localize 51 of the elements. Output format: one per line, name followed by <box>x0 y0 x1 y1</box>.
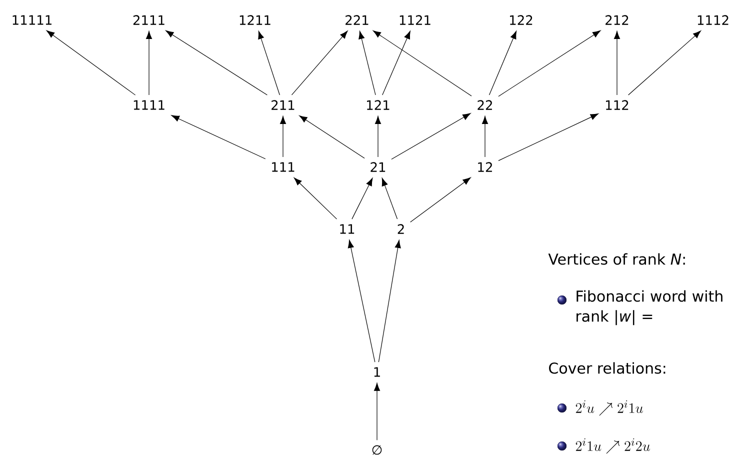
arrow <box>374 116 382 158</box>
arrow <box>628 30 702 96</box>
bullet-text: Fibonacci word with rank |w| = <box>576 290 722 326</box>
arrow <box>294 178 338 220</box>
heading-text: Cover relations: <box>549 362 666 374</box>
vertex-label: 1121 <box>400 15 430 25</box>
vertex-label: 221 <box>346 15 368 25</box>
arrow <box>382 178 398 220</box>
bullet-text: $2^iu \nearrow 2^i1u$ <box>576 400 643 416</box>
arrow <box>488 30 517 96</box>
vertex-label: 11 <box>340 224 354 234</box>
arrow <box>374 382 380 440</box>
heading-text: Vertices of rank N: <box>548 253 685 265</box>
arrow <box>348 240 376 362</box>
arrow <box>258 30 280 96</box>
bullet-text: $2^i1u \nearrow 2^i2u$ <box>576 438 650 454</box>
arrow <box>378 240 401 362</box>
arrow <box>280 116 286 158</box>
arrow <box>352 178 373 220</box>
arrow <box>299 115 365 159</box>
vertex-label: 121 <box>367 100 390 110</box>
vertex-label: 1 <box>374 367 380 377</box>
arrow <box>498 114 599 161</box>
arrow <box>146 31 152 96</box>
vertex-label: 22 <box>478 100 492 110</box>
arrow <box>391 113 471 160</box>
vertex-label: 122 <box>510 15 532 25</box>
arrow <box>410 177 471 222</box>
vertex-label: 1112 <box>698 15 728 25</box>
vertex-label: 112 <box>606 100 628 110</box>
arrow <box>614 31 620 96</box>
vertex-label: 11111 <box>12 15 52 25</box>
arrow <box>498 30 601 97</box>
arrow <box>382 30 410 96</box>
vertex-label: 211 <box>272 100 294 110</box>
vertex-label: 212 <box>606 15 628 25</box>
vertex-label: 1211 <box>240 15 270 25</box>
vertex-label: 1111 <box>134 100 164 110</box>
vertex-label: 2 <box>398 224 404 234</box>
arrow <box>482 116 488 158</box>
vertex-label: 2111 <box>133 15 164 25</box>
vertex-label: 111 <box>272 162 294 172</box>
arrow <box>291 30 348 96</box>
vertex-label: 12 <box>478 162 492 172</box>
vertex-label: 21 <box>370 162 386 172</box>
arrow <box>372 30 472 96</box>
arrow <box>46 30 136 96</box>
vertex-label: ∅ <box>372 445 382 455</box>
arrow <box>166 30 268 96</box>
arrow <box>171 115 266 160</box>
arrow <box>358 30 376 96</box>
